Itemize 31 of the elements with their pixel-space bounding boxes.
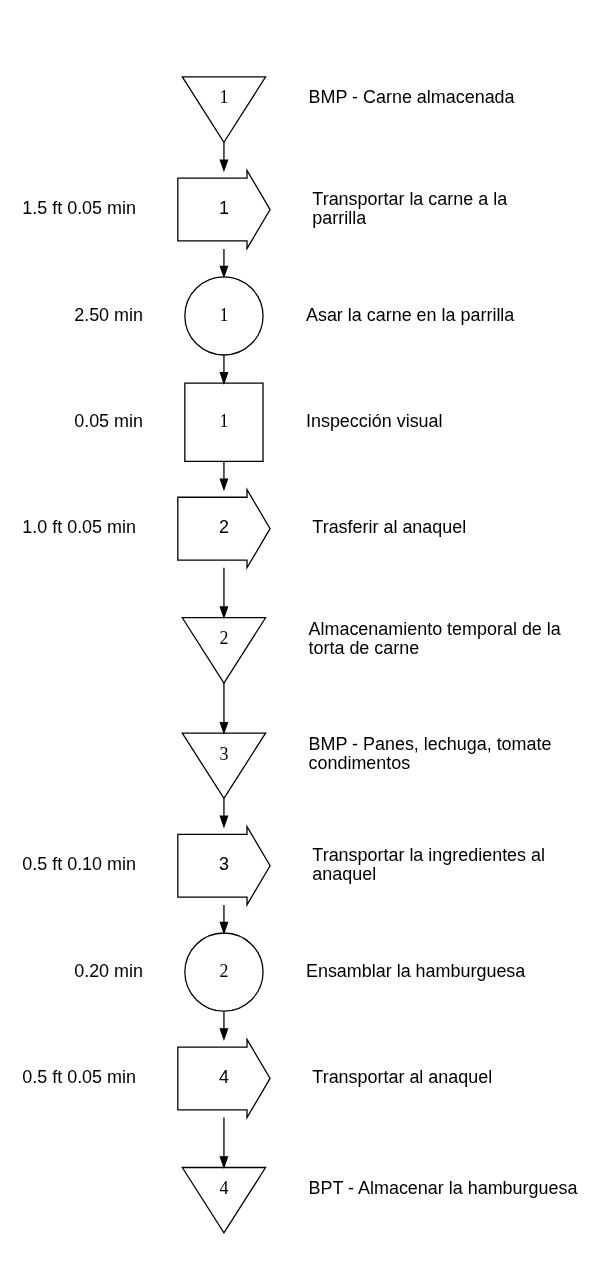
arrow (219, 1116, 229, 1169)
node-label: 0.5 ft 0.05 min (22, 1067, 136, 1088)
node-label: Asar la carne en la parrilla (305, 304, 515, 325)
node-label: Transportar al anaquel (312, 1067, 493, 1088)
node-label: Trasferir al anaquel (312, 517, 467, 538)
node-circle: 1 (184, 276, 264, 356)
node-label: 2.50 min (74, 304, 144, 325)
arrow (219, 248, 229, 279)
arrow (219, 798, 229, 829)
node-label: 1.5 ft 0.05 min (22, 198, 136, 219)
node-label: Transportar la carne a la parrilla (312, 188, 508, 228)
arrow (219, 461, 229, 492)
arrow (219, 567, 229, 620)
arrow (219, 904, 229, 935)
node-label: 0.5 ft 0.10 min (22, 854, 136, 875)
node-box: 1 (184, 382, 264, 462)
arrow (219, 354, 229, 385)
node-label: 0.05 min (74, 411, 144, 432)
arrow (219, 682, 229, 735)
arrow (219, 142, 229, 173)
node-label: Inspección visual (305, 411, 443, 432)
node-label: BMP - Carne almacenada (308, 87, 515, 108)
node-label: Transportar la ingredientes al anaquel (312, 844, 546, 885)
node-circle: 2 (184, 932, 264, 1012)
node-label: BPT - Almacenar la hamburguesa (308, 1178, 578, 1199)
node-label: 1.0 ft 0.05 min (22, 517, 136, 538)
arrow (219, 1010, 229, 1042)
node-label: Almacenamiento temporal de la torta de carne (308, 618, 561, 658)
node-label: 0.20 min (74, 960, 144, 981)
node-label: Ensamblar la hamburguesa (305, 960, 526, 981)
node-label: BMP - Panes, lechuga, tomate condimentos (308, 733, 552, 774)
